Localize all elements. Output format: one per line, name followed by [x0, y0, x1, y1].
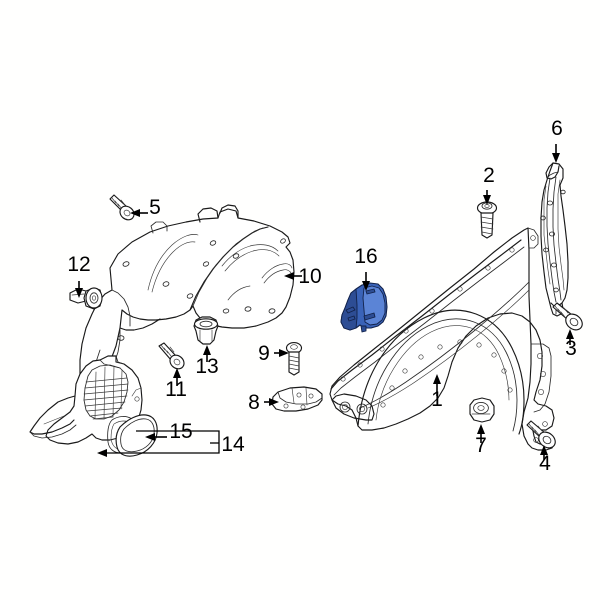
callout-label-12: 12: [67, 253, 90, 276]
callout-label-7: 7: [475, 434, 487, 457]
callout-label-3: 3: [565, 337, 577, 360]
leader-16: [362, 272, 370, 291]
leader-12: [75, 281, 83, 298]
leader-6: [552, 144, 560, 163]
fastener-fender-bolt-upper[interactable]: [476, 201, 498, 239]
part-fender-mounting-bracket[interactable]: [271, 386, 323, 412]
fastener-liner-screw-lower[interactable]: [158, 342, 187, 372]
leader-14: [97, 430, 220, 457]
callout-label-10: 10: [298, 265, 321, 288]
callout-label-13: 13: [195, 355, 218, 378]
fastener-liner-grommet-nut[interactable]: [193, 316, 219, 345]
part-front-fender-panel[interactable]: [329, 227, 555, 451]
fastener-fender-bolt-lower[interactable]: [526, 420, 558, 451]
part-fog-lamp-bezel-trim-ring[interactable]: [115, 414, 158, 457]
part-fender-support-brace[interactable]: [540, 162, 569, 317]
leader-1: [433, 374, 441, 396]
leader-8: [264, 398, 279, 406]
callout-label-14: 14: [221, 433, 245, 456]
grille-louvers: [83, 365, 129, 420]
leader-11: [173, 368, 181, 386]
leader-4: [540, 445, 548, 460]
leader-9: [274, 349, 289, 357]
leader-13: [203, 345, 211, 362]
fastener-bracket-bolt[interactable]: [285, 342, 303, 376]
part-fog-lamp-bezel-assembly[interactable]: [29, 355, 143, 454]
callout-label-15: 15: [169, 420, 192, 443]
callout-label-5: 5: [149, 196, 161, 219]
leader-7: [477, 424, 485, 443]
fastener-fender-flange-nut[interactable]: [469, 397, 495, 423]
part-front-fender-liner[interactable]: [79, 204, 295, 387]
callout-label-9: 9: [258, 342, 270, 365]
leader-5: [130, 209, 148, 217]
callout-label-2: 2: [483, 164, 495, 187]
fastener-fender-bolt-rear[interactable]: [552, 302, 585, 333]
leader-15: [145, 433, 167, 441]
leader-3: [566, 329, 574, 345]
callout-label-6: 6: [551, 117, 563, 140]
fastener-liner-push-pin-retainer[interactable]: [69, 287, 103, 310]
part-fender-filler-bracket-highlighted[interactable]: [340, 282, 388, 333]
leader-10: [284, 272, 302, 280]
callout-label-16: 16: [354, 245, 377, 268]
leader-2: [483, 190, 491, 205]
callout-label-11: 11: [165, 378, 187, 401]
callout-label-1: 1: [431, 388, 443, 411]
callout-label-8: 8: [248, 391, 260, 414]
fastener-liner-screw-upper[interactable]: [109, 194, 137, 223]
callout-label-4: 4: [539, 452, 551, 475]
